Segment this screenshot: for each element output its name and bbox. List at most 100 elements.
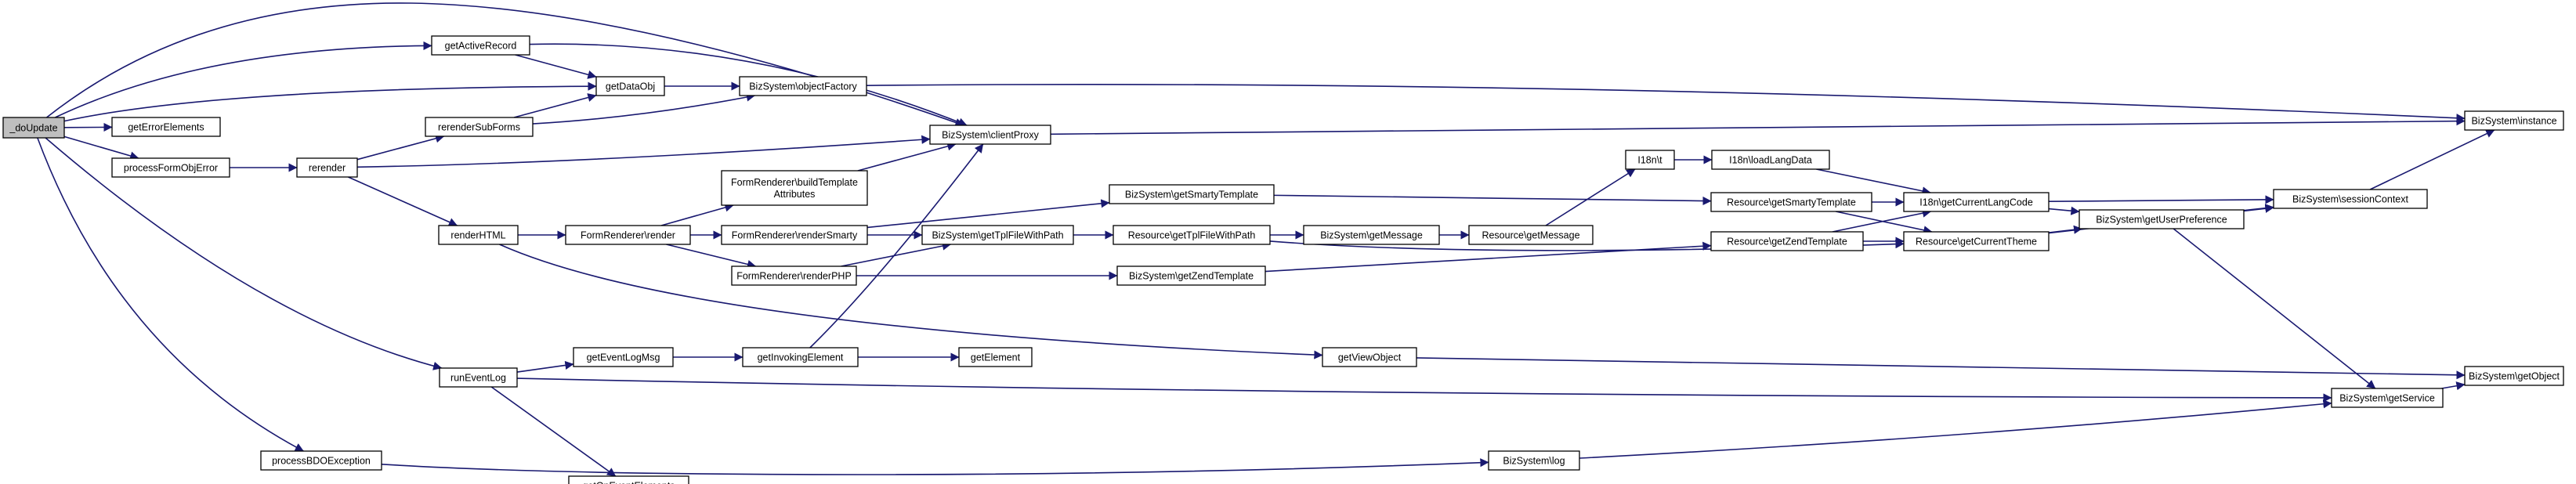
node-bizLog[interactable]: BizSystem\log [1488,450,1580,471]
node-label: BizSystem\getSmartyTemplate [1125,190,1258,200]
node-box [2464,366,2564,386]
node-label: getElement [971,352,1021,363]
node-clientProxy[interactable]: BizSystem\clientProxy [929,125,1051,145]
node-box [573,347,674,367]
node-getObject[interactable]: BizSystem\getObject [2464,366,2564,386]
node-instance[interactable]: BizSystem\instance [2464,110,2564,131]
node-label: BizSystem\getService [2339,393,2435,404]
node-objectFactory[interactable]: BizSystem\objectFactory [739,76,867,96]
edge-buildTemplateAttributes-to-clientProxy [857,142,957,172]
node-getEventLogMsg[interactable]: getEventLogMsg [573,347,674,367]
edge-getUserPreference-to-sessionContext [2243,204,2274,213]
node-runEventLog[interactable]: runEventLog [439,367,518,388]
node-resGetMessage[interactable]: Resource\getMessage [1468,225,1594,245]
node-box [439,367,518,388]
node-bizGetSmartyTemplate[interactable]: BizSystem\getSmartyTemplate [1109,184,1275,204]
edge-getService-to-getObject [2441,381,2466,391]
edge-bizLog-to-getService [1579,399,2332,459]
edge-getViewObject-to-getObject [1416,357,2466,380]
node-box [111,117,221,137]
node-label: BizSystem\clientProxy [942,130,1039,141]
node-box [1903,192,2050,212]
edge-processBDOException-to-bizLog [381,458,1489,475]
edge-renderHTML-to-getViewObject [499,244,1323,359]
node-renderHTML[interactable]: renderHTML [438,225,519,245]
edge-rerenderSubForms-to-getDataObj [513,93,597,118]
node-sessionContext[interactable]: BizSystem\sessionContext [2273,189,2428,209]
node-label: getDataObj [606,81,655,92]
node-getElement[interactable]: getElement [958,347,1033,367]
node-label: BizSystem\getZendTemplate [1129,271,1254,282]
node-label: rerenderSubForms [438,122,520,133]
node-getErrorElements[interactable]: getErrorElements [111,117,221,137]
node-label: FormRenderer\buildTemplate [731,177,858,188]
edge-bizGetSmartyTemplate-to-resGetSmartyTemplate [1273,194,1712,206]
node-getService[interactable]: BizSystem\getService [2331,388,2444,408]
node-getDataObj[interactable]: getDataObj [595,76,665,96]
node-label: FormRenderer\render [581,230,675,241]
edge-objectFactory-to-instance [866,83,2466,123]
node-label: I18n\t [1637,155,1662,166]
edge-renderSmarty-to-bizGetSmartyTemplate [867,199,1110,229]
node-box [1903,231,2050,251]
edge-getCurrentLangCode-to-sessionContext [2048,195,2274,204]
node-renderSmarty[interactable]: FormRenderer\renderSmarty [721,225,868,245]
node-label: Resource\getTplFileWithPath [1128,230,1256,241]
node-box [1109,184,1275,204]
node-getViewObject[interactable]: getViewObject [1322,347,1417,367]
node-processBDOException[interactable]: processBDOException [260,450,382,471]
node-resGetZendTemplate[interactable]: Resource\getZendTemplate [1710,231,1864,251]
node-label: getActiveRecord [445,41,517,52]
node-getUserPreference[interactable]: BizSystem\getUserPreference [2079,209,2245,229]
node-formRenderer[interactable]: FormRenderer\render [565,225,691,245]
edge-doUpdate-to-processFormObjError [63,135,139,161]
node-label: FormRenderer\renderSmarty [732,230,858,241]
edge-getCurrentLangCode-to-getUserPreference [2048,206,2080,215]
edge-resGetZendTemplate-to-getCurrentLangCode [1832,208,1932,233]
node-bizGetMessage[interactable]: BizSystem\getMessage [1303,225,1440,245]
node-label: getErrorElements [128,122,204,133]
node-box [721,170,868,206]
edge-sessionContext-to-instance [2369,129,2495,190]
node-box [260,450,382,471]
node-resGetTplFileWithPath[interactable]: Resource\getTplFileWithPath [1113,225,1271,245]
node-resGetSmartyTemplate[interactable]: Resource\getSmartyTemplate [1710,192,1872,212]
node-i18nT[interactable]: I18n\t [1625,150,1675,170]
node-label: processBDOException [272,456,371,467]
node-bizGetZendTemplate[interactable]: BizSystem\getZendTemplate [1116,265,1266,286]
node-label: BizSystem\getMessage [1320,230,1423,241]
edges-layer [37,2,2495,477]
node-label: runEventLog [450,373,506,384]
node-label: Resource\getSmartyTemplate [1727,197,1856,208]
node-getInvokingElement[interactable]: getInvokingElement [742,347,859,367]
node-label: BizSystem\sessionContext [2292,194,2409,205]
node-getOnEventElements[interactable]: getOnEventElements [568,475,689,484]
node-getCurrentTheme[interactable]: Resource\getCurrentTheme [1903,231,2050,251]
node-box [721,225,868,245]
node-box [1303,225,1440,245]
node-label: processFormObjError [124,163,218,174]
edge-runEventLog-to-getEventLogMsg [516,360,574,373]
node-bizGetTplFileWithPath[interactable]: BizSystem\getTplFileWithPath [921,225,1074,245]
edge-getActiveRecord-to-clientProxy [529,43,968,127]
node-getActiveRecord[interactable]: getActiveRecord [431,35,530,56]
node-doUpdate[interactable]: _doUpdate [2,117,65,139]
node-box [2464,110,2564,131]
node-rerender[interactable]: rerender [296,157,358,178]
node-box [565,225,691,245]
edge-formRenderer-to-renderPHP [666,244,757,269]
edge-rerender-to-renderHTML [348,176,458,226]
node-processFormObjError[interactable]: processFormObjError [111,157,230,178]
edge-doUpdate-to-getActiveRecord [55,41,432,118]
node-getCurrentLangCode[interactable]: I18n\getCurrentLangCode [1903,192,2050,212]
node-box [2331,388,2444,408]
node-label: BizSystem\log [1503,456,1565,467]
node-box [739,76,867,96]
node-box [296,157,358,178]
node-box [742,347,859,367]
node-loadLangData[interactable]: I18n\loadLangData [1711,150,1830,170]
node-renderPHP[interactable]: FormRenderer\renderPHP [731,265,857,286]
node-rerenderSubForms[interactable]: rerenderSubForms [425,117,534,137]
